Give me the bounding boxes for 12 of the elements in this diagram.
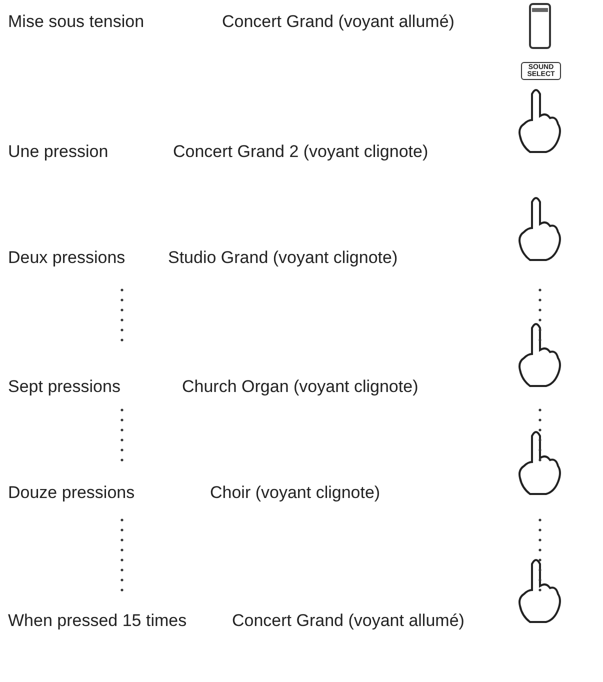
step-label: Deux pressions [8, 248, 126, 268]
sound-description: Studio Grand (voyant clignote) [168, 248, 398, 268]
sound-description: Church Organ (voyant clignote) [182, 377, 418, 397]
step-label: Douze pressions [8, 483, 135, 503]
sound-description: Concert Grand 2 (voyant clignote) [173, 142, 428, 162]
sound-description: Concert Grand (voyant allumé) [222, 12, 454, 32]
sound-description: Concert Grand (voyant allumé) [232, 611, 464, 631]
step-label: Mise sous tension [8, 12, 144, 32]
sound-description: Choir (voyant clignote) [210, 483, 380, 503]
step-label: Une pression [8, 142, 108, 162]
step-label: When pressed 15 times [8, 611, 187, 631]
step-label: Sept pressions [8, 377, 120, 397]
